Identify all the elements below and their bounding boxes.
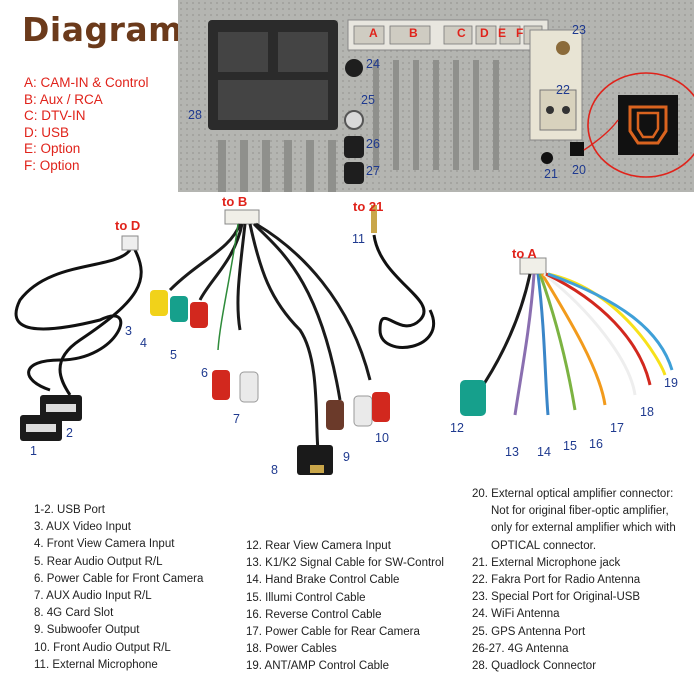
port-legend: A: CAM-IN & Control B: Aux / RCA C: DTV-… — [24, 75, 149, 174]
list-item: 25. GPS Antenna Port — [472, 625, 586, 638]
port-number-25: 25 — [361, 93, 375, 107]
usb-plug-d — [121, 235, 139, 251]
list-item: 19. ANT/AMP Control Cable — [246, 660, 389, 673]
port-number-27: 27 — [366, 164, 380, 178]
legend-item-a: A: CAM-IN & Control — [24, 75, 149, 90]
cable-harness-drawing — [14, 205, 674, 475]
port-number-20: 20 — [572, 163, 586, 177]
head-unit-rear-panel — [178, 0, 700, 192]
list-item: 14. Hand Brake Control Cable — [246, 574, 400, 587]
port-number-21: 21 — [544, 167, 558, 181]
highlight-circle — [587, 72, 700, 178]
port-number-23: 23 — [572, 23, 586, 37]
cable-number-15: 15 — [563, 439, 577, 453]
list-item: 8. 4G Card Slot — [34, 607, 114, 620]
cable-number-4: 4 — [140, 336, 147, 350]
cable-number-10: 10 — [375, 431, 389, 445]
list-item: 12. Rear View Camera Input — [246, 540, 391, 552]
cable-number-2: 2 — [66, 426, 73, 440]
list-item: 26-27. 4G Antenna — [472, 642, 569, 655]
list-item: 11. External Microphone — [34, 658, 158, 671]
diagram-title: Diagram — [22, 10, 184, 49]
port-letter-e: E — [498, 26, 507, 40]
rear-panel-drawing — [178, 0, 700, 192]
cable-number-18: 18 — [640, 405, 654, 419]
cable-number-7: 7 — [233, 412, 240, 426]
cable-number-9: 9 — [343, 450, 350, 464]
port-number-26: 26 — [366, 137, 380, 151]
port-number-22: 22 — [556, 83, 570, 97]
port-number-28: 28 — [188, 108, 202, 122]
target-to-a: to A — [512, 246, 537, 261]
list-item: 15. Illumi Control Cable — [246, 591, 366, 604]
optical-port-zoom — [618, 95, 678, 155]
cable-number-1: 1 — [30, 444, 37, 458]
list-item: 18. Power Cables — [246, 643, 337, 656]
list-item: 17. Power Cable for Rear Camera — [246, 626, 420, 639]
list-item: 4. Front View Camera Input — [34, 538, 175, 551]
legend-item-d: D: USB — [24, 124, 70, 140]
list-item: 13. K1/K2 Signal Cable for SW-Control — [246, 557, 444, 570]
list-item: 3. AUX Video Input — [34, 521, 131, 534]
list-item: 6. Power Cable for Front Camera — [34, 572, 204, 585]
cable-number-17: 17 — [610, 421, 624, 435]
list-item: only for external amplifier which with — [491, 522, 676, 535]
target-to-b: to B — [222, 194, 248, 209]
cable-number-12: 12 — [450, 421, 464, 435]
port-number-24: 24 — [366, 57, 380, 71]
target-to-21: to 21 — [353, 199, 384, 214]
rear-camera-rca — [460, 380, 486, 416]
list-item: 23. Special Port for Original-USB — [472, 591, 641, 604]
port-letter-b: B — [409, 26, 418, 40]
port-letter-a: A — [369, 26, 378, 40]
target-to-d: to D — [115, 218, 141, 233]
cable-number-19: 19 — [664, 376, 678, 390]
legend-item-e: E: Option — [24, 141, 81, 156]
list-item: 21. External Microphone jack — [472, 556, 621, 569]
rca-plugs — [150, 290, 390, 430]
list-item: Not for original fiber-optic amplifier, — [491, 505, 669, 518]
port-letter-f: F — [516, 26, 524, 40]
list-item: 1-2. USB Port — [34, 504, 105, 516]
legend-list-middle: 12. Rear View Camera Input 13. K1/K2 Sig… — [246, 538, 444, 676]
cable-number-8: 8 — [271, 463, 278, 477]
legend-item-b: B: Aux / RCA — [24, 91, 103, 107]
port-letter-d: D — [480, 26, 489, 40]
legend-list-left: 1-2. USB Port 3. AUX Video Input 4. Fron… — [34, 502, 203, 674]
cable-number-3: 3 — [125, 324, 132, 338]
plug-b — [224, 209, 260, 225]
list-item: 10. Front Audio Output R/L — [34, 641, 171, 654]
list-item: 16. Reverse Control Cable — [246, 608, 382, 621]
cable-number-16: 16 — [589, 437, 603, 451]
list-item: 9. Subwoofer Output — [34, 624, 140, 637]
mic-plug — [371, 205, 377, 233]
cable-number-5: 5 — [170, 348, 177, 362]
legend-list-right: 20. External optical amplifier connector… — [472, 486, 676, 675]
legend-item-c: C: DTV-IN — [24, 108, 86, 123]
list-item: 7. AUX Audio Input R/L — [34, 590, 152, 603]
port-letter-c: C — [457, 26, 466, 40]
legend-item-f: F: Option — [24, 157, 80, 173]
cable-number-6: 6 — [201, 366, 208, 380]
usb-cable — [14, 248, 143, 396]
list-item: 5. Rear Audio Output R/L — [34, 555, 163, 568]
control-wires — [478, 272, 674, 416]
cable-number-14: 14 — [537, 445, 551, 459]
list-item: OPTICAL connector. — [491, 539, 597, 552]
cable-number-11: 11 — [352, 232, 365, 246]
list-item: 28. Quadlock Connector — [472, 660, 597, 673]
list-item: 24. WiFi Antenna — [472, 608, 560, 621]
cable-number-13: 13 — [505, 445, 519, 459]
mic-cable — [372, 234, 435, 349]
list-item: 20. External optical amplifier connector… — [472, 488, 674, 500]
list-item: 22. Fakra Port for Radio Antenna — [472, 574, 641, 587]
